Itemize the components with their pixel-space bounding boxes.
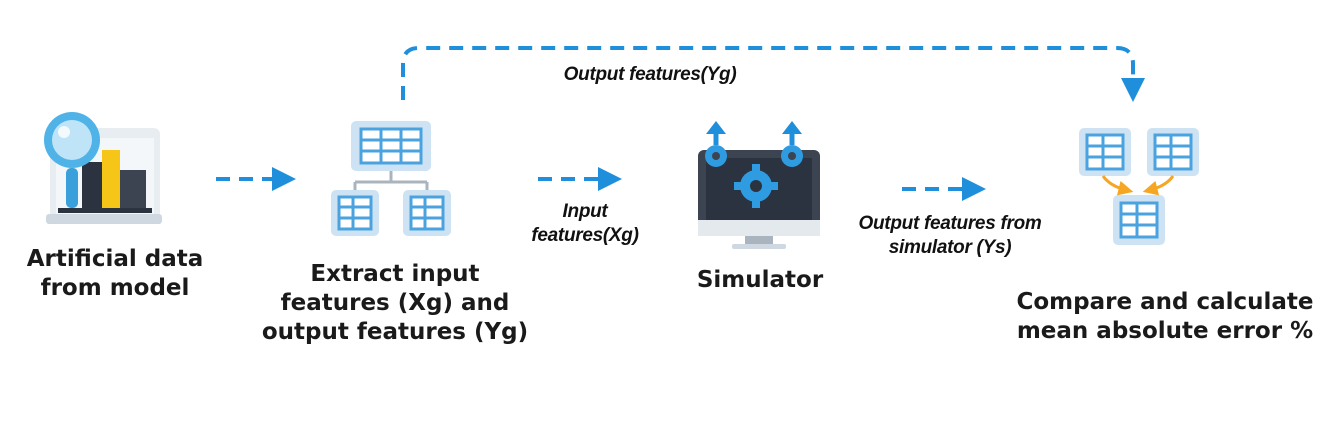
monitor-gears-icon (698, 121, 820, 249)
input-features-label-line2: features(Xg) (531, 224, 639, 246)
output-features-top-label: Output features(Yg) (563, 64, 737, 85)
output-features-sim-label-line1: Output features from (858, 213, 1042, 234)
artificial-data-label-line2: from model (40, 274, 190, 301)
artificial-data-label-line1: Artificial data (26, 246, 204, 272)
table-hierarchy-icon (331, 121, 451, 236)
compare-label-line2: mean absolute error % (1016, 317, 1314, 344)
compare-label: Compare and calculate mean absolute erro… (1000, 288, 1330, 346)
artificial-data-label: Artificial data from model (10, 245, 220, 303)
input-features-label-line1: Input (562, 201, 608, 222)
output-features-sim-label: Output features from simulator (Ys) (832, 212, 1068, 260)
extract-label-line3: output features (Yg) (261, 318, 529, 345)
extract-label-line2: features (Xg) and (280, 289, 510, 316)
magnifier-chart-icon (44, 112, 162, 224)
extract-label: Extract input features (Xg) and output f… (245, 260, 545, 346)
simulator-label: Simulator (696, 267, 824, 293)
output-features-sim-label-line2: simulator (Ys) (888, 236, 1012, 258)
tables-merge-icon (1079, 128, 1199, 245)
input-features-label: Input features(Xg) (510, 200, 660, 248)
compare-label-line1: Compare and calculate (1016, 289, 1314, 315)
extract-label-line1: Extract input (310, 261, 480, 287)
